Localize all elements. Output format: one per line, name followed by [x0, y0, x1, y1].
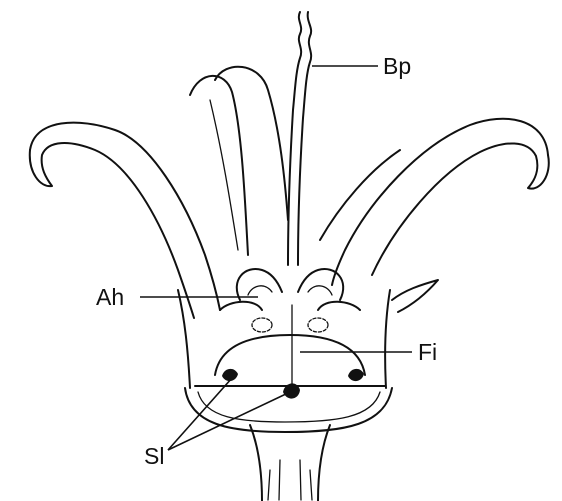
label-bp: Bp — [383, 53, 411, 79]
nectar-spots — [222, 369, 364, 399]
anther-chamber — [215, 269, 365, 395]
style — [288, 12, 311, 265]
label-ah: Ah — [96, 284, 124, 310]
label-sl: Sl — [144, 443, 164, 469]
left-petal — [30, 123, 220, 318]
label-fi: Fi — [418, 339, 437, 365]
pedicel — [250, 425, 330, 501]
right-petal — [332, 119, 549, 285]
